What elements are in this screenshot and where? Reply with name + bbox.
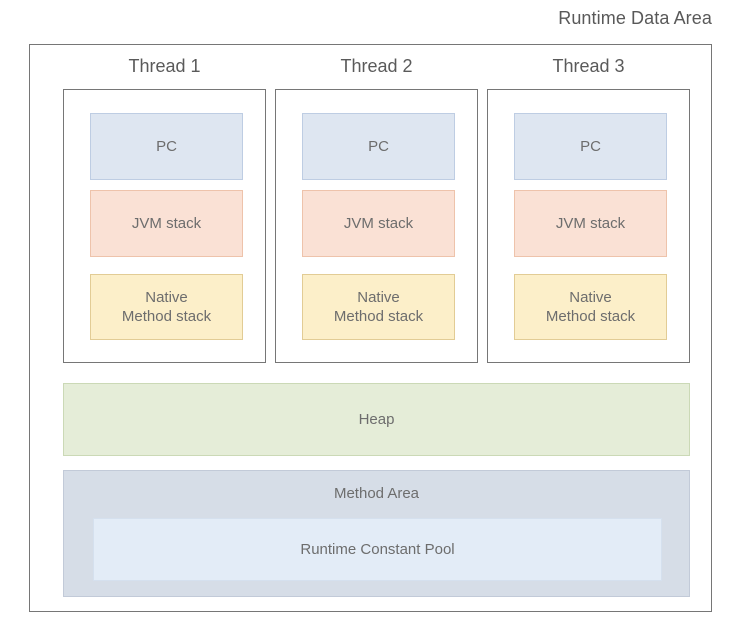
thread-label-2: Thread 2 — [340, 56, 413, 76]
pc-box-2: PC — [302, 113, 455, 180]
pc-box-1: PC — [90, 113, 243, 180]
jvm-stack-box-1: JVM stack — [90, 190, 243, 257]
pc-box-3: PC — [514, 113, 667, 180]
runtime-constant-pool-box: Runtime Constant Pool — [93, 518, 662, 581]
jvm-stack-box-2: JVM stack — [302, 190, 455, 257]
heap-box: Heap — [63, 383, 690, 456]
thread-label-1: Thread 1 — [128, 56, 201, 76]
jvm-stack-box-3: JVM stack — [514, 190, 667, 257]
method-area-box: Method Area Runtime Constant Pool — [63, 470, 690, 597]
method-area-label: Method Area — [333, 485, 420, 502]
thread-label-3: Thread 3 — [552, 56, 625, 76]
diagram-title: Runtime Data Area — [558, 8, 712, 28]
